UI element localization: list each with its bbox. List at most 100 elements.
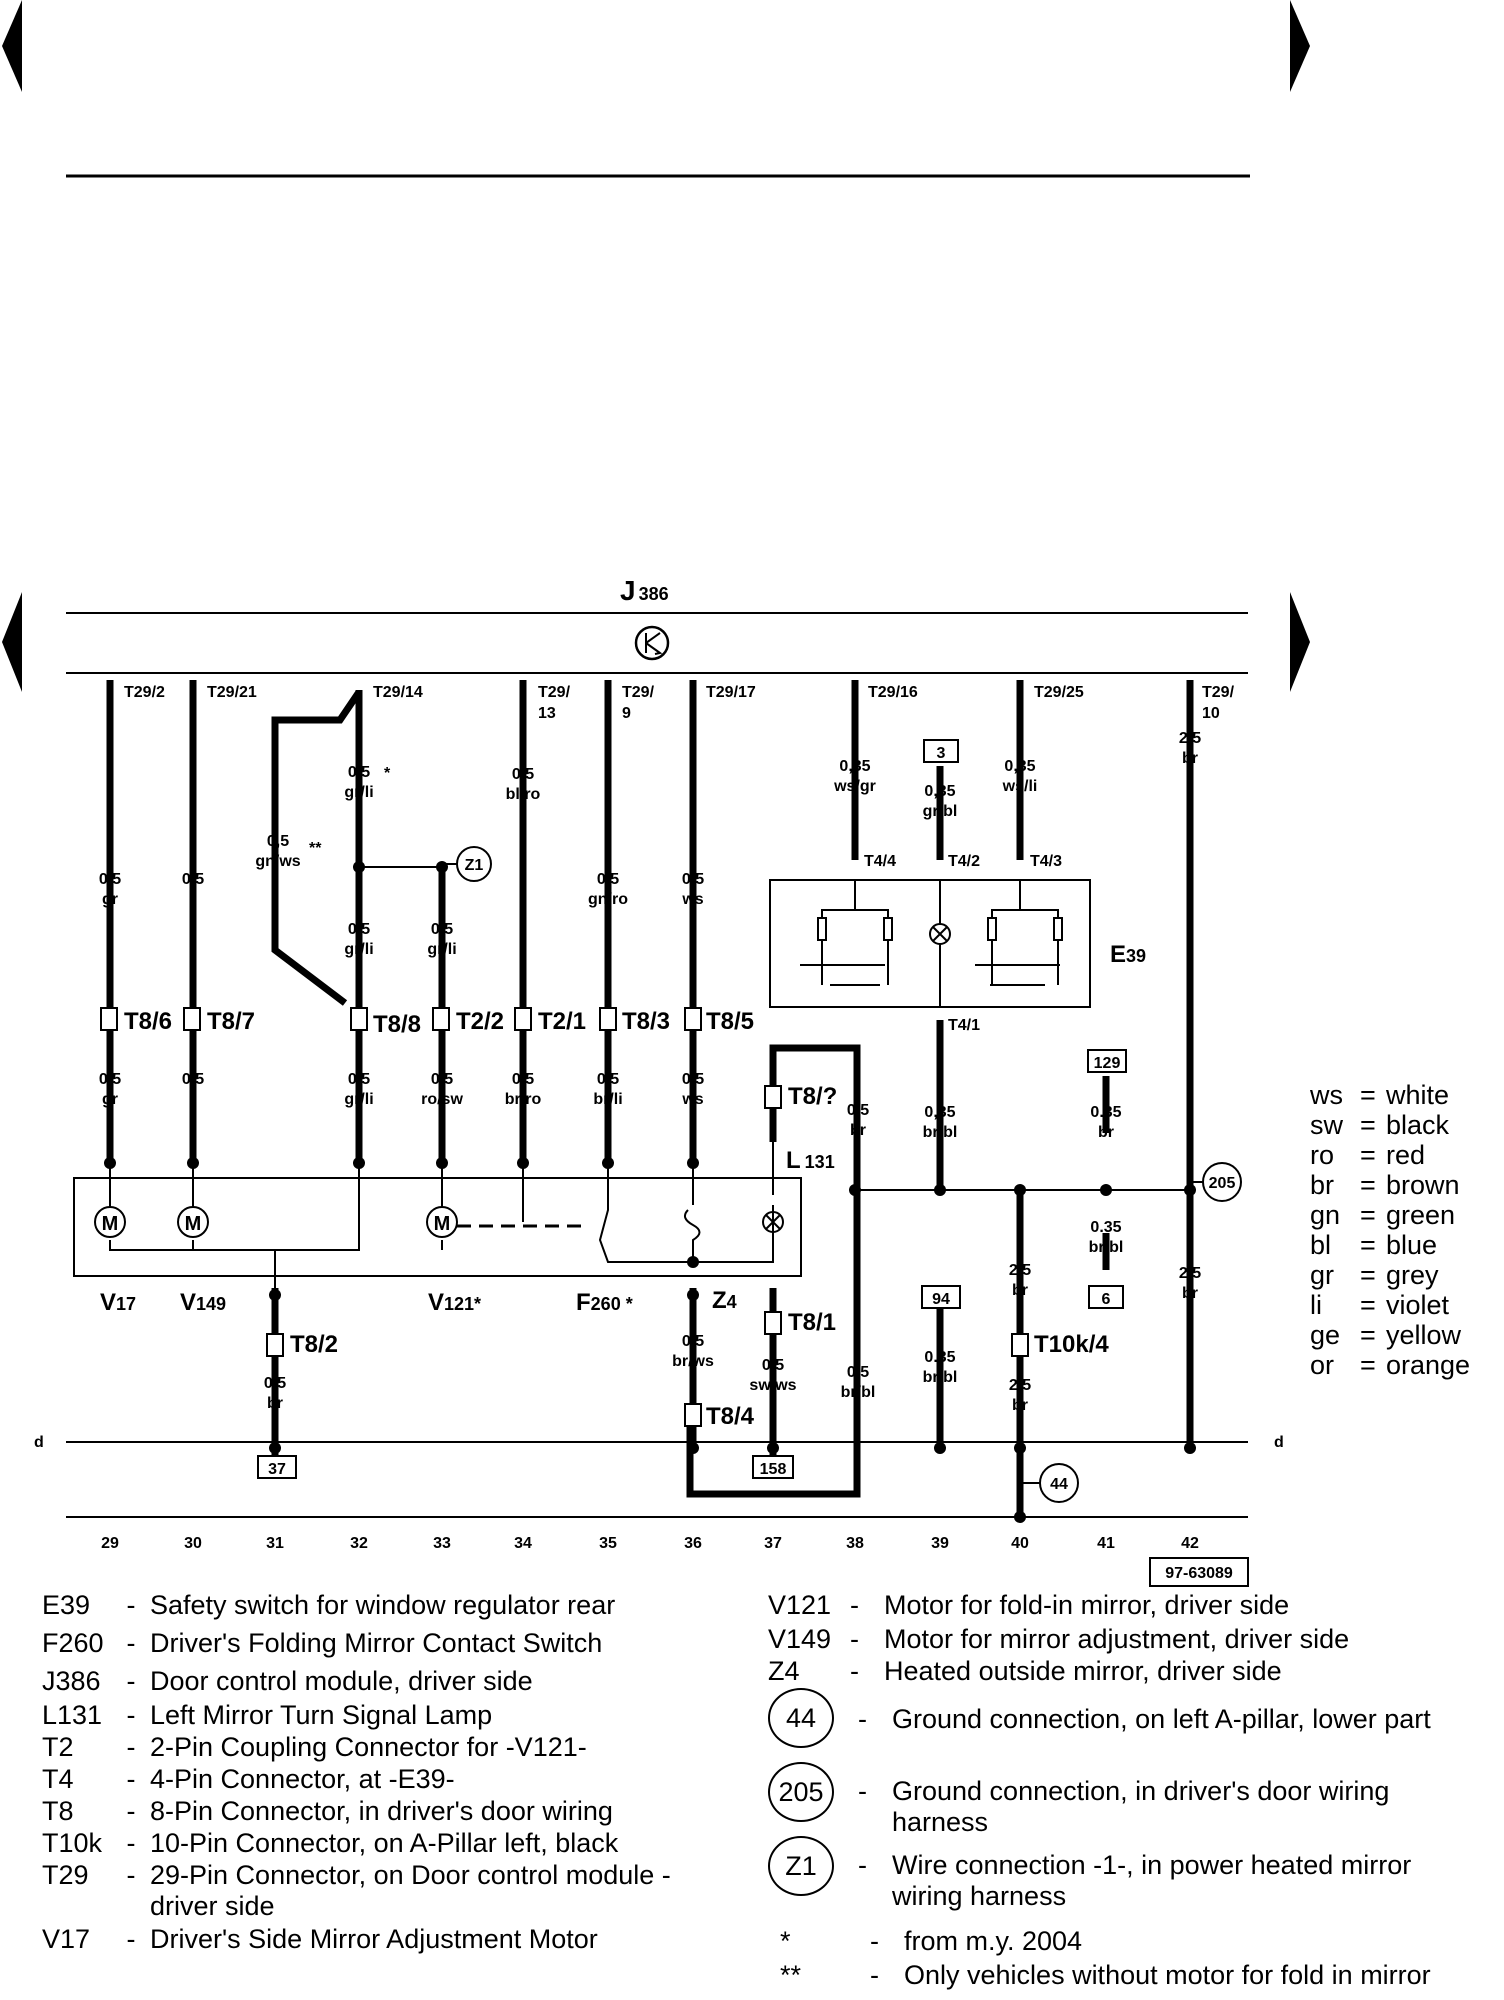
connector-label: T8/8 xyxy=(373,1011,421,1038)
wire-col-37-loop xyxy=(686,1044,861,1498)
z1-label: Z1 xyxy=(465,857,484,874)
wire-size: 0,5 xyxy=(597,1071,619,1088)
z1-connection-icon: Z1 xyxy=(768,1836,834,1896)
svg-text:M: M xyxy=(185,1213,202,1235)
column-number: 39 xyxy=(931,1535,949,1552)
wire-color: gr/li xyxy=(427,941,456,958)
wire-color: br xyxy=(267,1395,283,1412)
ref-box xyxy=(921,1285,961,1309)
wire-size: 0,5 xyxy=(264,1375,286,1392)
connector-label: T8/1 xyxy=(788,1309,836,1336)
column-number: 33 xyxy=(433,1535,451,1552)
pin-label: T29/14 xyxy=(373,684,423,701)
ref-label: 129 xyxy=(1094,1055,1121,1072)
component-v17: V17 xyxy=(100,1289,136,1316)
column-number: 29 xyxy=(101,1535,119,1552)
wire-size: 0.35 xyxy=(1090,1219,1121,1236)
next-page-arrow-icon[interactable] xyxy=(1290,592,1310,692)
motor-icon: M xyxy=(177,1206,209,1238)
wire-size: 2,5 xyxy=(1009,1262,1031,1279)
wire-color: br/bl xyxy=(923,1369,958,1386)
wire-size: 0,35 xyxy=(924,783,955,800)
ref-label: 37 xyxy=(268,1461,286,1478)
diagram-id: 97-63089 xyxy=(1165,1565,1233,1582)
wire-size: 0,5 xyxy=(682,1071,704,1088)
column-number: 41 xyxy=(1097,1535,1115,1552)
wire-color: li xyxy=(189,1091,198,1108)
wire-size: 0,5 xyxy=(348,1071,370,1088)
column-number: 40 xyxy=(1011,1535,1029,1552)
pin-label: T29/ xyxy=(1202,684,1235,701)
component-f260: F260 * xyxy=(576,1289,633,1316)
wire-color: bl/ro xyxy=(506,786,541,803)
column-number: 36 xyxy=(684,1535,702,1552)
wire-color: br xyxy=(850,1122,866,1139)
ref-label: 3 xyxy=(937,745,946,762)
wire-size: 0,5 xyxy=(847,1102,869,1119)
wire-color: br xyxy=(1182,1285,1198,1302)
bus-label: d xyxy=(1274,1434,1284,1451)
pin-label: T29/16 xyxy=(868,684,918,701)
wire-size: 0,35 xyxy=(924,1104,955,1121)
connector-label: T4/3 xyxy=(1030,853,1062,870)
mirror-assembly-box xyxy=(73,1177,802,1277)
color-legend: ws=white sw=black ro=red br=brown gn=gre… xyxy=(1310,1080,1471,1380)
pin-label: T29/21 xyxy=(207,684,257,701)
column-number: 30 xyxy=(184,1535,202,1552)
wire-color: gn/ws xyxy=(255,853,300,870)
svg-text:M: M xyxy=(102,1213,119,1235)
prev-page-arrow-icon[interactable] xyxy=(2,592,22,692)
wire-color: gn/ro xyxy=(588,891,628,908)
ground-205-label: 205 xyxy=(1209,1175,1236,1192)
wire-color: br xyxy=(1098,1124,1114,1141)
column-number: 31 xyxy=(266,1535,284,1552)
connector-label: T8/? xyxy=(788,1083,837,1110)
wire-color: br/ws xyxy=(672,1353,714,1370)
ref-box xyxy=(923,739,959,763)
wire-size: 0,5 xyxy=(182,871,204,888)
wire-size: 0.5 xyxy=(762,1357,784,1374)
ground-44-icon: 44 xyxy=(768,1688,834,1748)
wire-size: 0,35 xyxy=(839,758,870,775)
connector-label: T8/7 xyxy=(207,1008,255,1035)
wire-size: 0,5 xyxy=(512,766,534,783)
wire-size: 0,5 xyxy=(348,764,370,781)
next-page-arrow-icon[interactable] xyxy=(1290,0,1310,92)
wire-color: li xyxy=(189,891,198,908)
wire-color: ws xyxy=(681,1091,703,1108)
wire-color: ro/sw xyxy=(421,1091,463,1108)
prev-page-arrow-icon[interactable] xyxy=(2,0,22,92)
connector-label: T4/4 xyxy=(864,853,896,870)
wire-size: 0,5 xyxy=(682,1333,704,1350)
connector-icons xyxy=(100,1007,1029,1427)
connector-label: T8/5 xyxy=(706,1008,754,1035)
ref-box xyxy=(752,1455,794,1479)
svg-text:M: M xyxy=(434,1213,451,1235)
wire-color: ws/gr xyxy=(833,778,876,795)
diagram-id-box xyxy=(1149,1557,1249,1587)
component-v121: V121* xyxy=(428,1289,481,1316)
connector-label: T4/2 xyxy=(948,853,980,870)
column-number: 37 xyxy=(764,1535,782,1552)
wire-color: gr/li xyxy=(344,784,373,801)
column-number: 35 xyxy=(599,1535,617,1552)
wire-size: 0,35 xyxy=(1004,758,1035,775)
component-z4: Z4 xyxy=(712,1287,737,1314)
wire-color: br xyxy=(1012,1397,1028,1414)
motor-icon: M xyxy=(426,1206,458,1238)
wire-size: 0.35 xyxy=(1090,1104,1121,1121)
component-v149: V149 xyxy=(180,1289,226,1316)
e39-switch-box xyxy=(769,879,1091,1008)
connector-label: T10k/4 xyxy=(1034,1331,1109,1358)
wire-color: gr/bl xyxy=(923,803,958,820)
pin-label: 13 xyxy=(538,705,556,722)
wire-size: 0,5 xyxy=(512,1071,534,1088)
wire-color: ws xyxy=(681,891,703,908)
electronic-module-icon xyxy=(634,625,670,661)
wire-size: 0.35 xyxy=(924,1349,955,1366)
wire-color: gr/li xyxy=(344,941,373,958)
e39-switch-icon xyxy=(800,880,1063,1007)
wire-color: br/bl xyxy=(1089,1239,1124,1256)
